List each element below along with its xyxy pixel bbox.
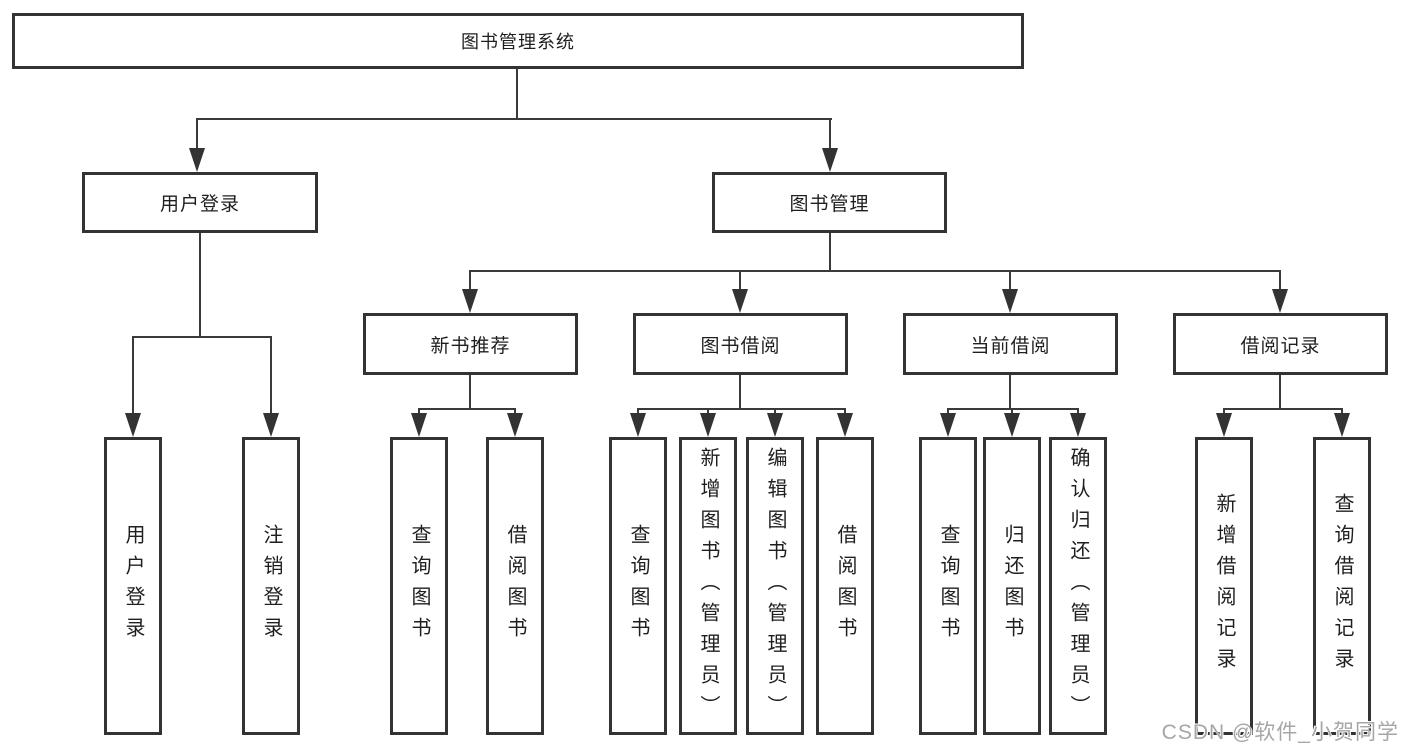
arrowhead-icon [263,413,279,437]
leaf-user-login-label: 用户登录 [122,524,144,648]
leaf-borrow-query-label: 查询图书 [627,524,649,648]
connector-book-mgmt-bus [469,270,1281,272]
leaf-logout-label: 注销登录 [260,524,282,648]
arrowhead-icon [411,413,427,437]
connector-root-stem [516,69,518,118]
arrowhead-icon [1334,413,1350,437]
node-user-login: 用户登录 [82,172,318,233]
connector-user-login-stem [199,233,201,336]
leaf-newbooks-query: 查询图书 [390,437,448,735]
leaf-borrow-add: 新增图书（管理员） [679,437,737,735]
leaf-current-return-label: 归还图书 [1001,524,1023,648]
arrowhead-icon [1002,289,1018,313]
leaf-current-confirm: 确认归还（管理员） [1049,437,1107,735]
arrowhead-icon [837,413,853,437]
node-current-borrow-label: 当前借阅 [970,335,1051,357]
leaf-records-add-label: 新增借阅记录 [1213,493,1235,679]
connector-current-borrow-bus [947,408,1079,410]
leaf-borrow-edit-label: 编辑图书（管理员） [764,446,786,726]
connector-to-leaf-login [132,336,134,413]
node-book-borrow-label: 图书借阅 [700,335,781,357]
arrowhead-icon [630,413,646,437]
connector-drop [514,408,516,416]
connector-book-borrow-bus [637,408,846,410]
connector-drop [844,408,846,416]
leaf-borrow-book-label: 借阅图书 [834,524,856,648]
arrowhead-icon [700,413,716,437]
leaf-records-query: 查询借阅记录 [1313,437,1371,735]
leaf-borrow-add-label: 新增图书（管理员） [697,446,719,726]
node-borrow-records-label: 借阅记录 [1240,335,1321,357]
leaf-borrow-book: 借阅图书 [816,437,874,735]
arrowhead-icon [507,413,523,437]
connector-new-books-stem [469,375,471,408]
leaf-records-add: 新增借阅记录 [1195,437,1253,735]
arrowhead-icon [822,148,838,172]
connector-to-user-login [196,118,198,154]
arrowhead-icon [1216,413,1232,437]
connector-to-leaf-logout [270,336,272,413]
leaf-current-query-label: 查询图书 [937,524,959,648]
connector-drop [947,408,949,416]
arrowhead-icon [125,413,141,437]
connector-book-mgmt-stem [829,233,831,270]
connector-new-books-bus [418,408,516,410]
connector-drop [1011,408,1013,416]
connector-drop [707,408,709,416]
arrowhead-icon [1272,289,1288,313]
connector-drop [418,408,420,416]
connector-book-borrow-stem [739,375,741,408]
connector-drop [1077,408,1079,416]
connector-to-borrow-records [1279,270,1281,292]
node-new-books: 新书推荐 [363,313,578,375]
connector-drop [774,408,776,416]
leaf-borrow-edit: 编辑图书（管理员） [746,437,804,735]
node-user-login-label: 用户登录 [159,194,240,215]
arrowhead-icon [1070,413,1086,437]
node-root: 图书管理系统 [12,13,1024,69]
connector-current-borrow-stem [1009,375,1011,408]
leaf-records-query-label: 查询借阅记录 [1331,493,1353,679]
node-borrow-records: 借阅记录 [1173,313,1388,375]
arrowhead-icon [1004,413,1020,437]
connector-to-book-mgmt [829,118,831,154]
leaf-current-query: 查询图书 [919,437,977,735]
arrowhead-icon [767,413,783,437]
leaf-user-login: 用户登录 [104,437,162,735]
leaf-current-return: 归还图书 [983,437,1041,735]
connector-to-current-borrow [1009,270,1011,292]
arrowhead-icon [462,289,478,313]
node-book-mgmt: 图书管理 [712,172,947,233]
connector-root-bus [196,118,832,120]
connector-drop [1341,408,1343,416]
node-book-mgmt-label: 图书管理 [789,194,870,215]
node-current-borrow: 当前借阅 [903,313,1118,375]
leaf-logout: 注销登录 [242,437,300,735]
connector-user-login-bus [132,336,272,338]
csdn-watermark: CSDN @软件_小贺同学 [1161,721,1399,744]
node-book-borrow: 图书借阅 [633,313,848,375]
node-root-label: 图书管理系统 [461,32,575,52]
connector-drop [1223,408,1225,416]
node-new-books-label: 新书推荐 [430,335,511,357]
leaf-newbooks-borrow: 借阅图书 [486,437,544,735]
leaf-newbooks-query-label: 查询图书 [408,524,430,648]
arrowhead-icon [189,148,205,172]
connector-to-book-borrow [739,270,741,292]
connector-drop [637,408,639,416]
connector-to-new-books [469,270,471,292]
leaf-current-confirm-label: 确认归还（管理员） [1067,446,1089,726]
arrowhead-icon [732,289,748,313]
connector-borrow-records-bus [1223,408,1343,410]
connector-borrow-records-stem [1279,375,1281,408]
leaf-newbooks-borrow-label: 借阅图书 [504,524,526,648]
leaf-borrow-query: 查询图书 [609,437,667,735]
arrowhead-icon [940,413,956,437]
